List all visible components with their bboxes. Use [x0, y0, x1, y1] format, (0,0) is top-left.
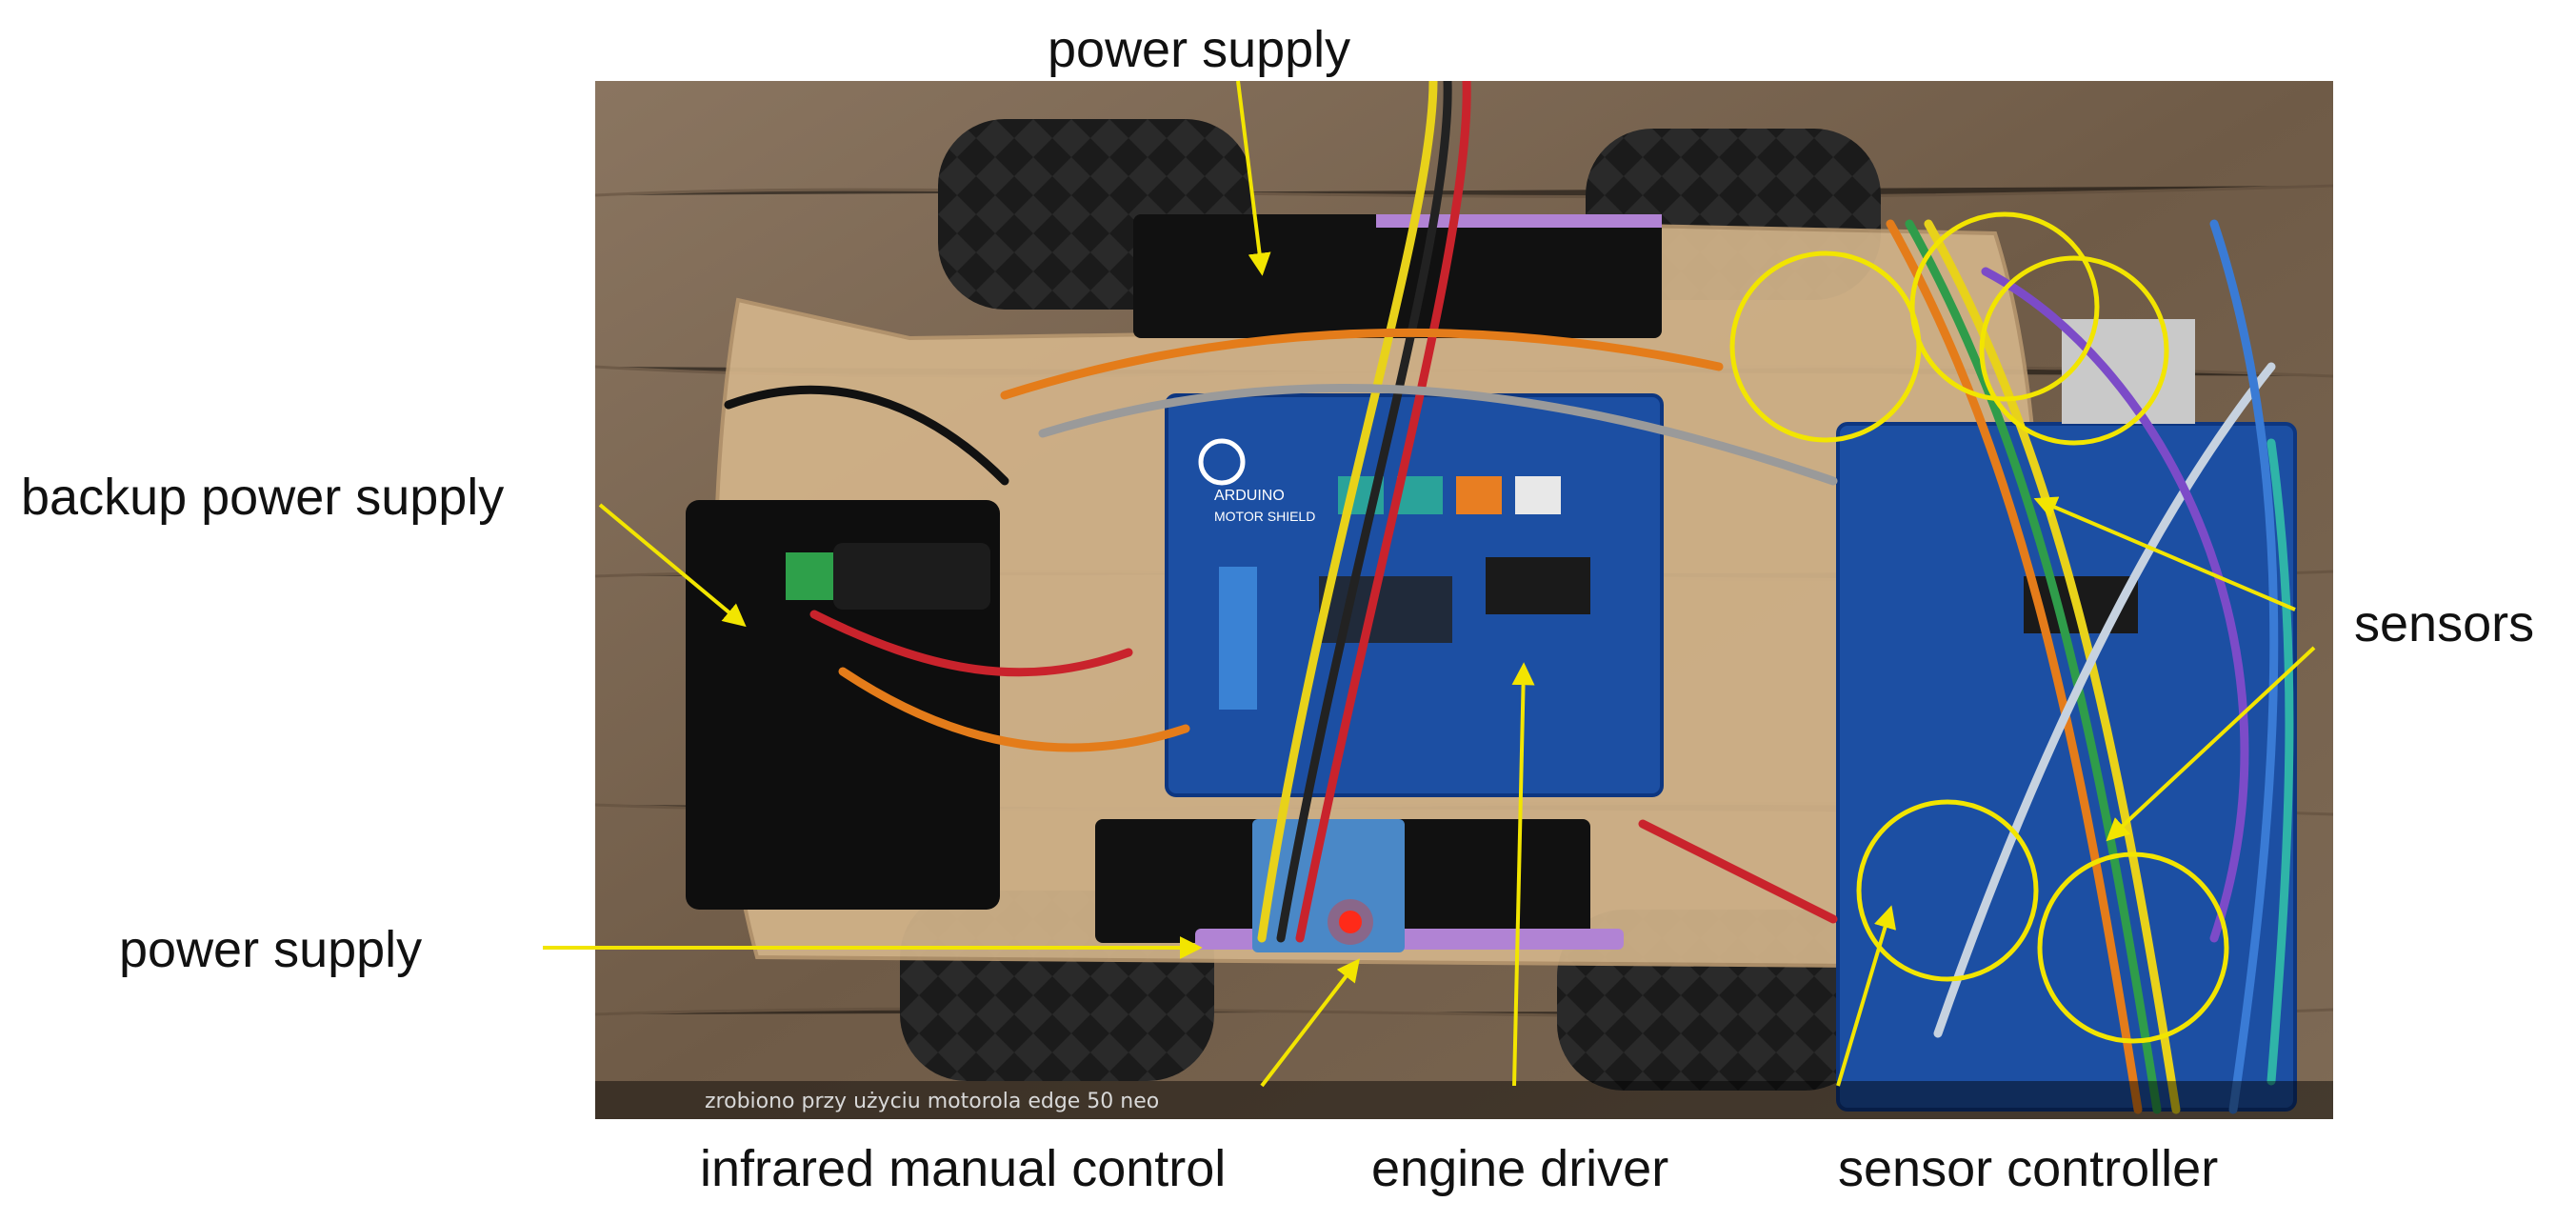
- ir-receiver-module: [1252, 819, 1405, 952]
- photo-caption: zrobiono przy użyciu motorola edge 50 ne…: [705, 1090, 1159, 1113]
- label-power-supply-top: power supply: [1048, 21, 1351, 78]
- sensor-controller-board: [1836, 422, 2297, 1112]
- label-engine-driver: engine driver: [1371, 1140, 1669, 1197]
- label-power-supply-bottom: power supply: [119, 921, 423, 978]
- label-sensors: sensors: [2354, 595, 2535, 652]
- board-model-text: MOTOR SHIELD: [1214, 509, 1315, 524]
- label-sensor-controller: sensor controller: [1838, 1140, 2219, 1197]
- battery-holder-top: [1133, 214, 1662, 338]
- ir-led: [1339, 911, 1362, 933]
- robot-car-photo: ARDUINO MOTOR SHIELD: [595, 81, 2333, 1119]
- board-brand-text: ARDUINO: [1214, 488, 1285, 504]
- label-infrared-manual-control: infrared manual control: [700, 1140, 1227, 1197]
- label-backup-power-supply: backup power supply: [21, 469, 505, 526]
